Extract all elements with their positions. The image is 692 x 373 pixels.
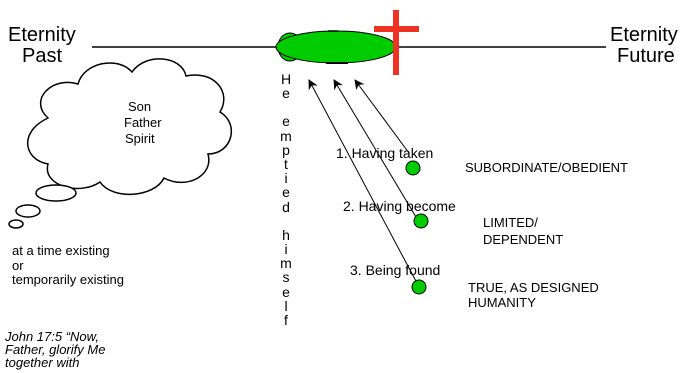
vertical-letter: s xyxy=(282,269,290,286)
vertical-letter: e xyxy=(282,113,290,130)
vertical-letter: l xyxy=(284,297,288,314)
cross-icon xyxy=(374,10,419,75)
cloud-word-father: Father xyxy=(124,115,162,130)
arrow-1 xyxy=(354,79,410,154)
vertical-letter: i xyxy=(284,241,288,257)
step-1-dot xyxy=(405,160,421,176)
vertical-letter: h xyxy=(282,226,290,243)
eternity-past-label-line2: Past xyxy=(22,45,63,67)
thought-bubble-large xyxy=(35,184,77,202)
thought-bubble-medium xyxy=(15,204,41,218)
life-ellipse xyxy=(275,30,397,64)
thought-bubble-small xyxy=(8,219,24,229)
step-3-result-line2: HUMANITY xyxy=(468,295,536,310)
eternity-future-label-line2: Future xyxy=(617,45,675,67)
step-2-dot xyxy=(413,213,429,229)
scripture-quote: John 17:5 “Now, Father, glorify Me toget… xyxy=(5,330,105,369)
vertical-letter: e xyxy=(282,283,290,300)
vertical-letter: m xyxy=(280,255,292,272)
quote-line-3: together with xyxy=(5,355,80,370)
vertical-letter: t xyxy=(284,156,288,172)
step-1-label: 1. Having taken xyxy=(336,145,434,161)
vertical-letter: i xyxy=(284,170,288,187)
vertical-letter: p xyxy=(282,141,290,158)
cloud-caption-line2: or xyxy=(12,258,24,273)
cloud-word-spirit: Spirit xyxy=(125,131,155,146)
step-2-label: 2. Having become xyxy=(343,198,456,214)
step-3-dot xyxy=(411,279,427,295)
arrow-3 xyxy=(308,79,419,286)
arrow-2 xyxy=(333,79,420,223)
cloud-word-son: Son xyxy=(128,99,152,114)
step-3-result-line1: TRUE, AS DESIGNED xyxy=(468,280,599,295)
eternity-future-label-line1: Eternity xyxy=(610,24,678,46)
step-1-result-line1: SUBORDINATE/OBEDIENT xyxy=(465,160,629,175)
cloud-caption-line3: temporarily existing xyxy=(12,272,124,287)
vertical-letter: m xyxy=(280,127,292,144)
eternity-past-label-line1: Eternity xyxy=(8,24,76,46)
step-2-result-line1: LIMITED/ xyxy=(483,215,538,230)
step-3-label: 3. Being found xyxy=(350,262,441,278)
vertical-letter: e xyxy=(282,184,290,201)
quote-line-2: Father, glorify Me xyxy=(5,342,106,357)
vertical-letter: e xyxy=(282,85,290,102)
vertical-letter: f xyxy=(284,312,288,328)
vertical-letter: H xyxy=(280,71,292,87)
vertical-letter: d xyxy=(282,198,290,215)
step-2-result-line2: DEPENDENT xyxy=(483,232,564,247)
cloud-caption-line1: at a time existing xyxy=(12,243,110,258)
quote-line-1: John 17:5 “Now, xyxy=(5,329,99,344)
